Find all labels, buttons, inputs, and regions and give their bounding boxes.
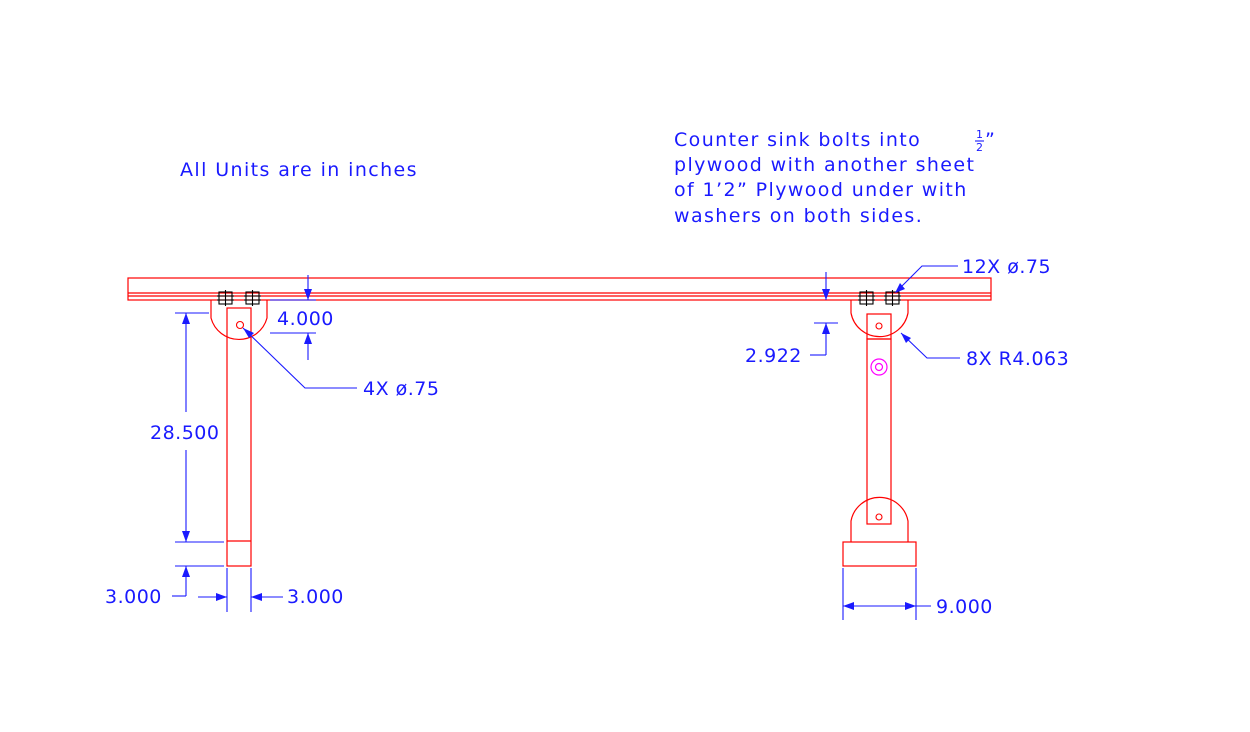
callout-holes-text: 4X ø.75	[363, 378, 440, 400]
right-bottom-bracket	[850, 496, 909, 542]
fraction-numerator: 1	[976, 128, 983, 141]
dim-left-gap-text: 4.000	[277, 308, 334, 330]
bolt-icon	[858, 290, 875, 306]
dim-leg-height-text: 28.500	[150, 422, 219, 444]
right-top-bracket	[850, 300, 909, 338]
pivot-hole-inner	[874, 362, 884, 372]
right-leg-assembly	[842, 290, 917, 567]
right-leg-post	[866, 338, 892, 525]
bolt-icon	[884, 290, 901, 306]
units-note: All Units are in inches	[180, 159, 418, 181]
left-leg-assembly	[210, 290, 268, 567]
dim-leg-height: 28.500	[150, 312, 224, 543]
countersink-line4: washers on both sides.	[674, 205, 923, 227]
dim-base-width: 9.000	[842, 568, 993, 620]
dim-foot-height: 3.000	[105, 565, 224, 608]
fraction-denominator: 2	[976, 141, 983, 154]
plank-outline	[127, 277, 992, 301]
countersink-line1: Counter sink bolts into	[674, 129, 921, 151]
right-bottom-hole	[875, 513, 883, 521]
callout-radius-text: 8X R4.063	[966, 348, 1069, 370]
left-bracket-hole	[235, 320, 245, 330]
top-plank	[127, 277, 992, 301]
callout-radius-right: 8X R4.063	[900, 332, 1069, 370]
left-leg-post	[226, 307, 252, 567]
svg-text:Counter sink bolts into: Counter sink bolts into	[674, 129, 921, 151]
dim-right-gap: 2.922	[745, 272, 838, 367]
countersink-note: Counter sink bolts into 1 2 ” plywood wi…	[674, 128, 996, 227]
bolt-icon	[217, 290, 234, 306]
right-base-plate	[842, 541, 917, 567]
dim-leg-width: 3.000	[198, 568, 344, 612]
countersink-line3: of 1’2” Plywood under with	[674, 179, 968, 201]
countersink-line1-quote: ”	[985, 129, 996, 151]
half-fraction: 1 2	[975, 128, 984, 154]
bolt-icon	[244, 290, 261, 306]
right-top-hole	[875, 322, 883, 330]
pivot-hole-outer	[870, 358, 888, 376]
dim-right-gap-text: 2.922	[745, 345, 802, 367]
countersink-line2: plywood with another sheet	[674, 154, 975, 176]
left-bracket	[210, 300, 268, 340]
callout-holes-left: 4X ø.75	[242, 327, 440, 400]
callout-bolts-top: 12X ø.75	[895, 256, 1051, 293]
dim-foot-height-text: 3.000	[105, 586, 162, 608]
dim-base-width-text: 9.000	[936, 596, 993, 618]
dim-left-gap: 4.000	[270, 275, 334, 360]
callout-bolts-text: 12X ø.75	[962, 256, 1051, 278]
dim-leg-width-text: 3.000	[287, 586, 344, 608]
